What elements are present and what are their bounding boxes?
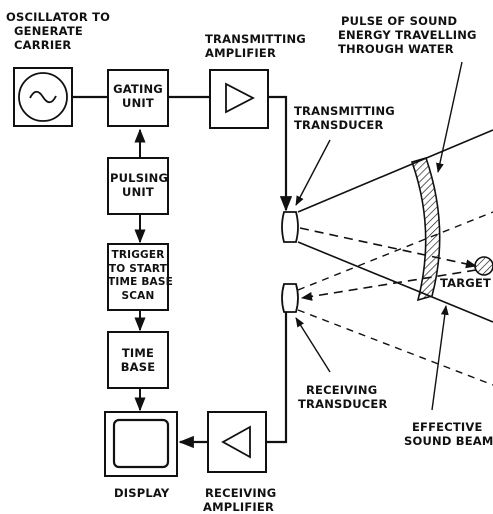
outgoing-pulse-path — [299, 227, 478, 269]
transmitting-transducer-label: TRANSMITTING TRANSDUCER — [294, 104, 395, 132]
rx-transducer-to-amp-line — [266, 312, 288, 444]
pulse-label: PULSE OF SOUND ENERGY TRAVELLING THROUGH… — [338, 14, 477, 56]
screen-icon — [112, 418, 170, 469]
trigger-label: TRIGGER TO START TIME BASE SCAN — [108, 249, 174, 302]
receiving-transducer-shape — [281, 283, 299, 313]
amplifier-forward-icon — [225, 82, 255, 114]
transmitting-amplifier-box — [209, 69, 269, 129]
time-base-box — [107, 331, 169, 389]
tx-beam-upper-edge — [297, 129, 493, 213]
transmitting-transducer-shape — [281, 211, 299, 243]
trigger-box — [107, 243, 169, 311]
tx-beam-lower-edge — [297, 241, 493, 323]
pulsing-unit-label: PULSING UNIT — [110, 171, 169, 199]
tx-transducer-pointer — [295, 139, 331, 206]
transmitting-amplifier-label: TRANSMITTING AMPLIFIER — [205, 32, 306, 60]
oscillator-box — [13, 67, 73, 127]
pulsing-unit-box — [107, 157, 169, 215]
display-label: DISPLAY — [114, 486, 170, 500]
target-label: TARGET — [440, 276, 492, 290]
sound-beam-pointer — [431, 305, 449, 411]
display-box — [104, 411, 178, 477]
rx-beam-lower-edge — [297, 309, 493, 386]
amp-to-tx-transducer-line — [268, 95, 293, 212]
oscillator-label: OSCILLATOR TO GENERATE CARRIER — [6, 10, 111, 52]
receiving-amplifier-box — [207, 411, 267, 473]
pulse-pointer — [436, 61, 463, 173]
receiving-amplifier-label: RECEIVING AMPLIFIER — [203, 486, 277, 514]
rx-beam-upper-edge — [297, 211, 493, 291]
effective-sound-beam-label: EFFECTIVE SOUND BEAM — [404, 420, 493, 448]
sine-wave-icon — [29, 90, 57, 104]
amplifier-reverse-icon — [221, 425, 251, 459]
gating-unit-label: GATING UNIT — [113, 82, 163, 110]
target-circle — [474, 256, 493, 276]
rx-transducer-pointer — [295, 317, 331, 373]
receiving-transducer-label: RECEIVING TRANSDUCER — [298, 383, 388, 411]
sound-pulse-band — [410, 157, 441, 302]
time-base-label: TIME BASE — [120, 346, 156, 374]
